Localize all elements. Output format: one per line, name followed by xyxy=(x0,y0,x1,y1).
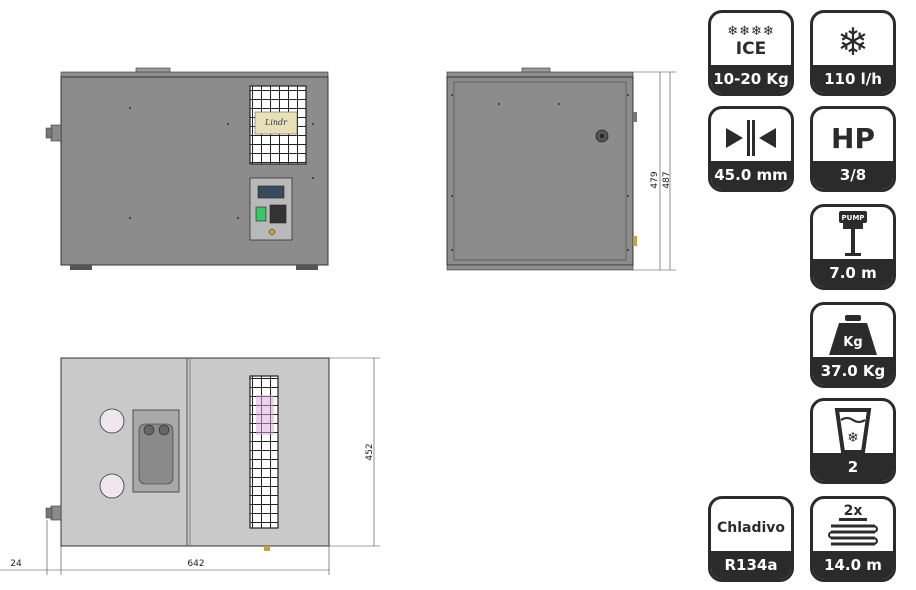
badge-refrigerant-value: R134a xyxy=(711,551,791,579)
badge-weight: Kg 37.0 Kg xyxy=(810,302,896,388)
brand-plate xyxy=(254,111,298,135)
snowflake-icon: ❄ xyxy=(837,20,869,64)
badge-ice-label: ICE xyxy=(735,39,767,59)
dim-height-outer: 487 xyxy=(662,171,672,188)
badge-ice: ❄❄❄❄ ICE 10-20 Kg xyxy=(708,10,794,96)
badge-coil: 2x 14.0 m xyxy=(810,496,896,582)
badge-cooling-value: 2 xyxy=(813,453,893,481)
badge-ice-value: 10-20 Kg xyxy=(711,65,791,93)
dim-depth: 452 xyxy=(365,443,375,460)
badge-refrigerant: Chladivo R134a xyxy=(708,496,794,582)
badge-weight-value: 37.0 Kg xyxy=(813,357,893,385)
top-view: 452 24 642 xyxy=(0,357,380,575)
badge-pump-value: 7.0 m xyxy=(813,259,893,287)
badge-cooling: ❄ 2 xyxy=(810,398,896,484)
badge-thickness: 45.0 mm xyxy=(708,106,794,192)
cooling-glass-icon: ❄ xyxy=(834,408,872,454)
weight-icon: Kg xyxy=(829,315,877,355)
badge-hp-label: HP xyxy=(831,121,875,155)
badge-hp-value: 3/8 xyxy=(813,161,893,189)
badge-coil-value: 14.0 m xyxy=(813,551,893,579)
power-switch xyxy=(255,206,267,222)
badge-capacity-value: 110 l/h xyxy=(813,65,893,93)
badge-refrigerant-label: Chladivo xyxy=(716,520,786,536)
dim-width: 642 xyxy=(187,559,204,569)
dim-offset: 24 xyxy=(10,559,22,569)
badge-pump: PUMP 7.0 m xyxy=(810,204,896,290)
side-view: 479 487 xyxy=(446,67,676,271)
snowflakes-icon: ❄❄❄❄ xyxy=(727,24,775,39)
pump-icon-label: PUMP xyxy=(842,214,865,222)
front-view: Lindr xyxy=(45,67,329,270)
coil-icon: 2x xyxy=(828,503,878,546)
badge-capacity: ❄ 110 l/h xyxy=(810,10,896,96)
badge-hp: HP 3/8 xyxy=(810,106,896,192)
compress-arrows-icon xyxy=(726,120,776,156)
badge-thickness-value: 45.0 mm xyxy=(711,161,791,189)
power-socket xyxy=(269,204,287,224)
coil-icon-label: 2x xyxy=(844,503,863,519)
technical-drawing: Lindr 479 487 xyxy=(0,67,676,575)
weight-icon-label: Kg xyxy=(843,335,862,350)
brand-label: Lindr xyxy=(264,118,288,127)
pump-icon: PUMP xyxy=(839,211,867,256)
svg-text:❄: ❄ xyxy=(847,430,859,446)
dim-height-inner: 479 xyxy=(650,171,660,188)
